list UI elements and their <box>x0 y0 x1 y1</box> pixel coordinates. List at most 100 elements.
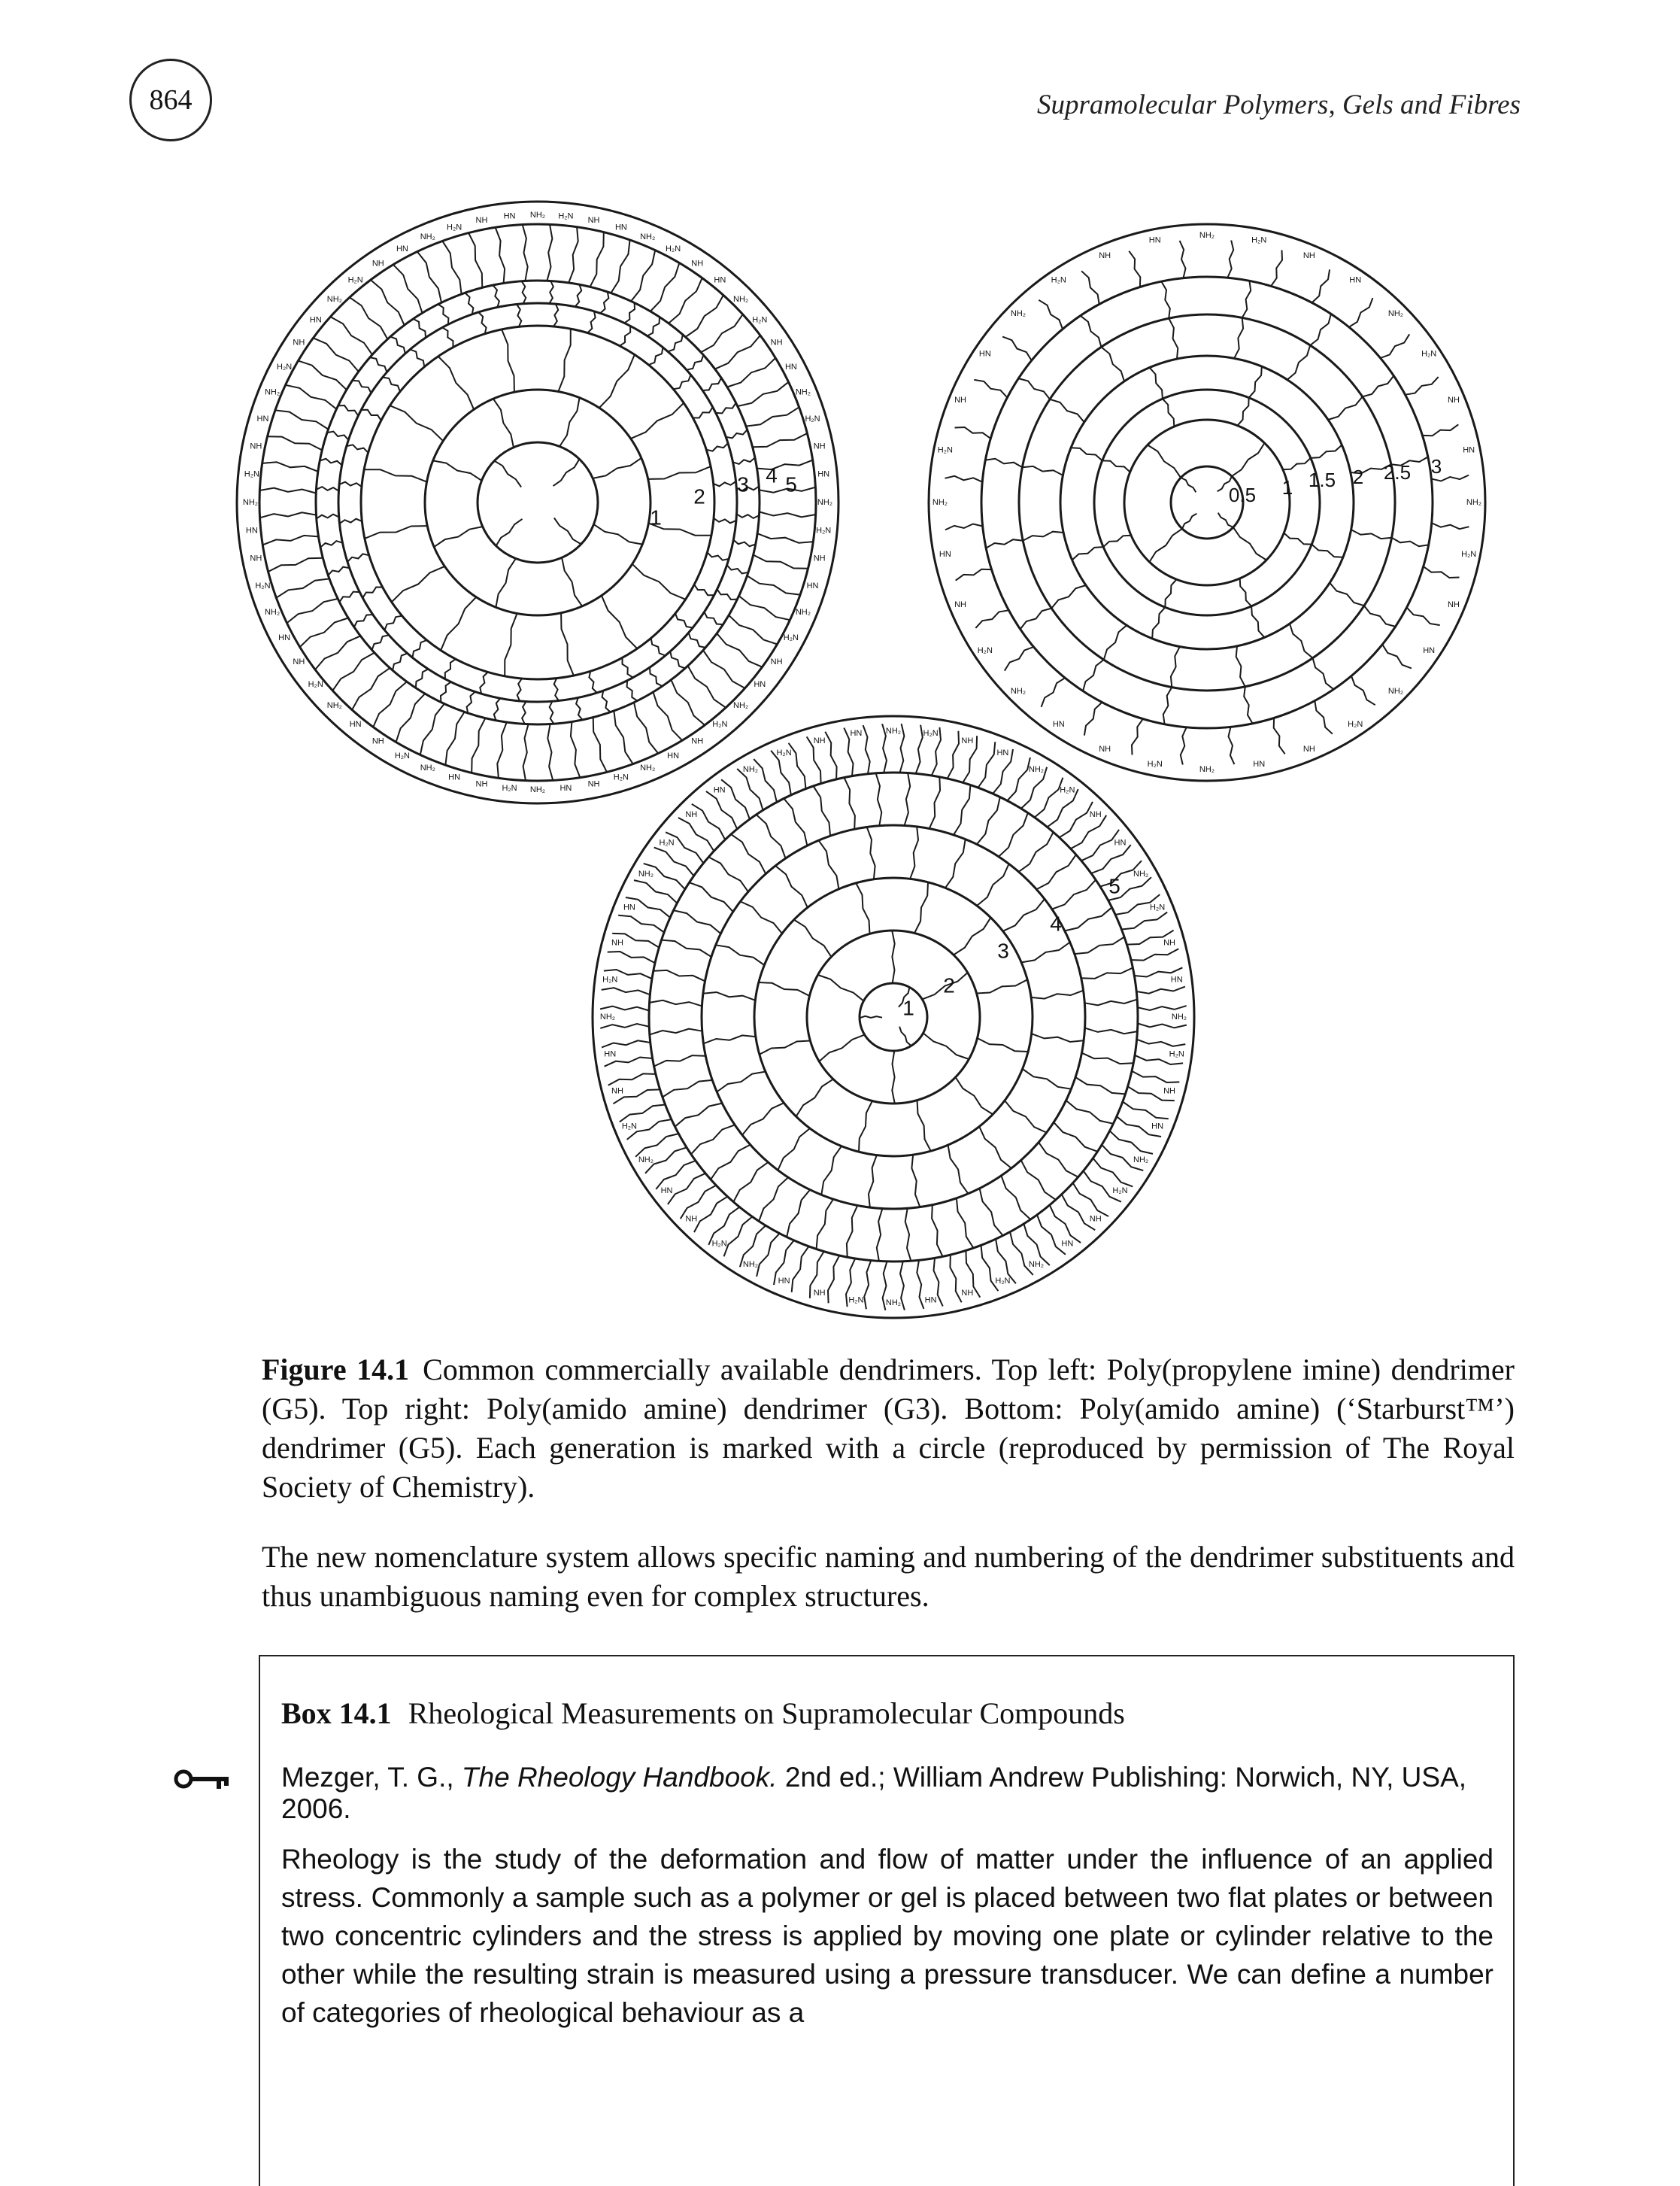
ppi-end-group: HN <box>559 784 572 793</box>
ppi-end-group: HN <box>754 680 766 689</box>
dendrimer-figure: NH₂ H₂N NH HN NH₂ H₂N NH HN NH₂ H₂N NH HN NH₂ H₂N NH HN… <box>235 200 1487 1319</box>
ppi-end-group: NH <box>476 780 488 789</box>
ppi-branch <box>267 436 323 451</box>
starburst-end-group: H₂N <box>712 1239 727 1248</box>
starburst-branch <box>899 723 905 773</box>
ppi-branch <box>561 557 583 607</box>
starburst-branch <box>1048 1204 1081 1243</box>
ppi-branch <box>493 398 514 448</box>
ppi-branch <box>494 226 506 284</box>
ppi-end-group: NH₂ <box>243 498 258 507</box>
ppi-branch <box>493 697 502 721</box>
ppi-generation-label: 5 <box>785 472 797 496</box>
ppi-end-group: NH <box>293 657 305 666</box>
starburst-branch <box>976 797 1001 846</box>
pamam-g3-branch <box>1391 536 1429 548</box>
pamam-g3-branch <box>1233 317 1245 359</box>
starburst-branch <box>916 1260 925 1310</box>
pamam-g3-branch <box>1018 378 1051 400</box>
starburst-branch <box>817 974 865 1002</box>
pamam-g3-ring <box>980 275 1434 730</box>
starburst-branch <box>909 826 920 879</box>
starburst-end-group: HN <box>714 785 726 794</box>
ppi-generation-label: 1 <box>650 506 662 529</box>
pamam-g3-branch <box>1102 460 1131 473</box>
pamam-g3-branch <box>1239 578 1252 607</box>
starburst-branch <box>1131 1070 1180 1084</box>
ppi-branch <box>553 517 582 545</box>
starburst-end-group: HN <box>1114 839 1127 848</box>
starburst-branch <box>607 950 656 964</box>
ppi-branch <box>667 334 684 353</box>
starburst-branch <box>904 1208 912 1262</box>
starburst-end-group: NH <box>1163 939 1175 948</box>
starburst-ring <box>647 771 1139 1263</box>
starburst-branch <box>1082 1170 1122 1203</box>
starburst-branch <box>679 1184 717 1219</box>
ppi-end-group: NH₂ <box>640 232 655 241</box>
ppi-branch <box>320 539 343 548</box>
pamam-g3-end-group: NH <box>1448 396 1460 405</box>
ppi-end-group: HN <box>257 414 269 424</box>
starburst-generation-label: 1 <box>902 996 914 1019</box>
ppi-branch <box>440 597 477 651</box>
ppi-branch <box>437 356 475 410</box>
pamam-g3-branch <box>1217 512 1234 528</box>
starburst-branch <box>756 814 787 859</box>
starburst-branch <box>891 930 896 984</box>
starburst-ring <box>700 824 1087 1210</box>
starburst-branch <box>1065 1100 1114 1125</box>
ppi-branch <box>686 354 705 371</box>
pamam-g3-branch <box>1083 701 1103 736</box>
pamam-g3-end-group: HN <box>1149 236 1161 245</box>
starburst-branch <box>954 1076 993 1116</box>
starburst-end-group: NH <box>961 736 973 745</box>
ppi-branch <box>732 539 757 548</box>
starburst-branch <box>673 909 722 934</box>
ppi-branch <box>391 565 445 603</box>
ppi-end-group: H₂N <box>277 363 292 372</box>
ppi-end-group: HN <box>504 212 516 221</box>
starburst-branch <box>1031 1033 1084 1043</box>
starburst-end-group: NH₂ <box>743 765 758 774</box>
starburst-branch <box>674 1102 723 1128</box>
starburst-end-group: HN <box>1061 1239 1073 1248</box>
ppi-branch <box>700 314 744 354</box>
pamam-g3-ring <box>1169 465 1245 540</box>
ppi-branch <box>632 563 686 600</box>
starburst-branch <box>654 846 695 877</box>
pamam-g3-branch <box>1312 657 1335 691</box>
ppi-branch <box>675 613 693 629</box>
ppi-branch <box>759 486 816 493</box>
ppi-branch <box>349 296 389 340</box>
pamam-g3-end-group: NH <box>1099 745 1111 754</box>
pamam-g3-generation-label: 3 <box>1431 455 1442 478</box>
ppi-branch <box>599 354 635 408</box>
ppi-branch <box>492 284 501 308</box>
ppi-end-group: NH₂ <box>265 608 280 617</box>
starburst-branch <box>608 1073 657 1086</box>
pamam-g3-end-group: NH₂ <box>1388 687 1403 696</box>
pamam-g3-branch <box>975 609 1009 629</box>
ppi-branch <box>384 615 402 631</box>
starburst-branch <box>741 1102 784 1136</box>
pamam-g3-end-group: NH₂ <box>1388 309 1403 318</box>
pamam-g3-branch <box>1251 606 1266 639</box>
starburst-branch <box>928 776 942 829</box>
ppi-branch <box>329 316 373 356</box>
ppi-branch <box>649 667 663 687</box>
starburst-end-group: H₂N <box>602 975 617 984</box>
ppi-branch <box>465 691 476 714</box>
pamam-g3-branch <box>1233 527 1267 561</box>
ppi-branch <box>647 317 661 337</box>
ppi-branch <box>650 638 666 657</box>
starburst-branch <box>710 1143 751 1180</box>
starburst-end-group: NH₂ <box>1029 1260 1044 1269</box>
ppi-branch <box>702 377 722 391</box>
ppi-branch <box>669 651 686 669</box>
pamam-g3-branch <box>1351 529 1392 540</box>
starburst-end-group: HN <box>996 748 1008 758</box>
pamam-g3-end-group: H₂N <box>978 646 993 655</box>
pamam-g3-end-group: H₂N <box>1348 720 1363 729</box>
starburst-generation-label: 2 <box>943 973 955 997</box>
